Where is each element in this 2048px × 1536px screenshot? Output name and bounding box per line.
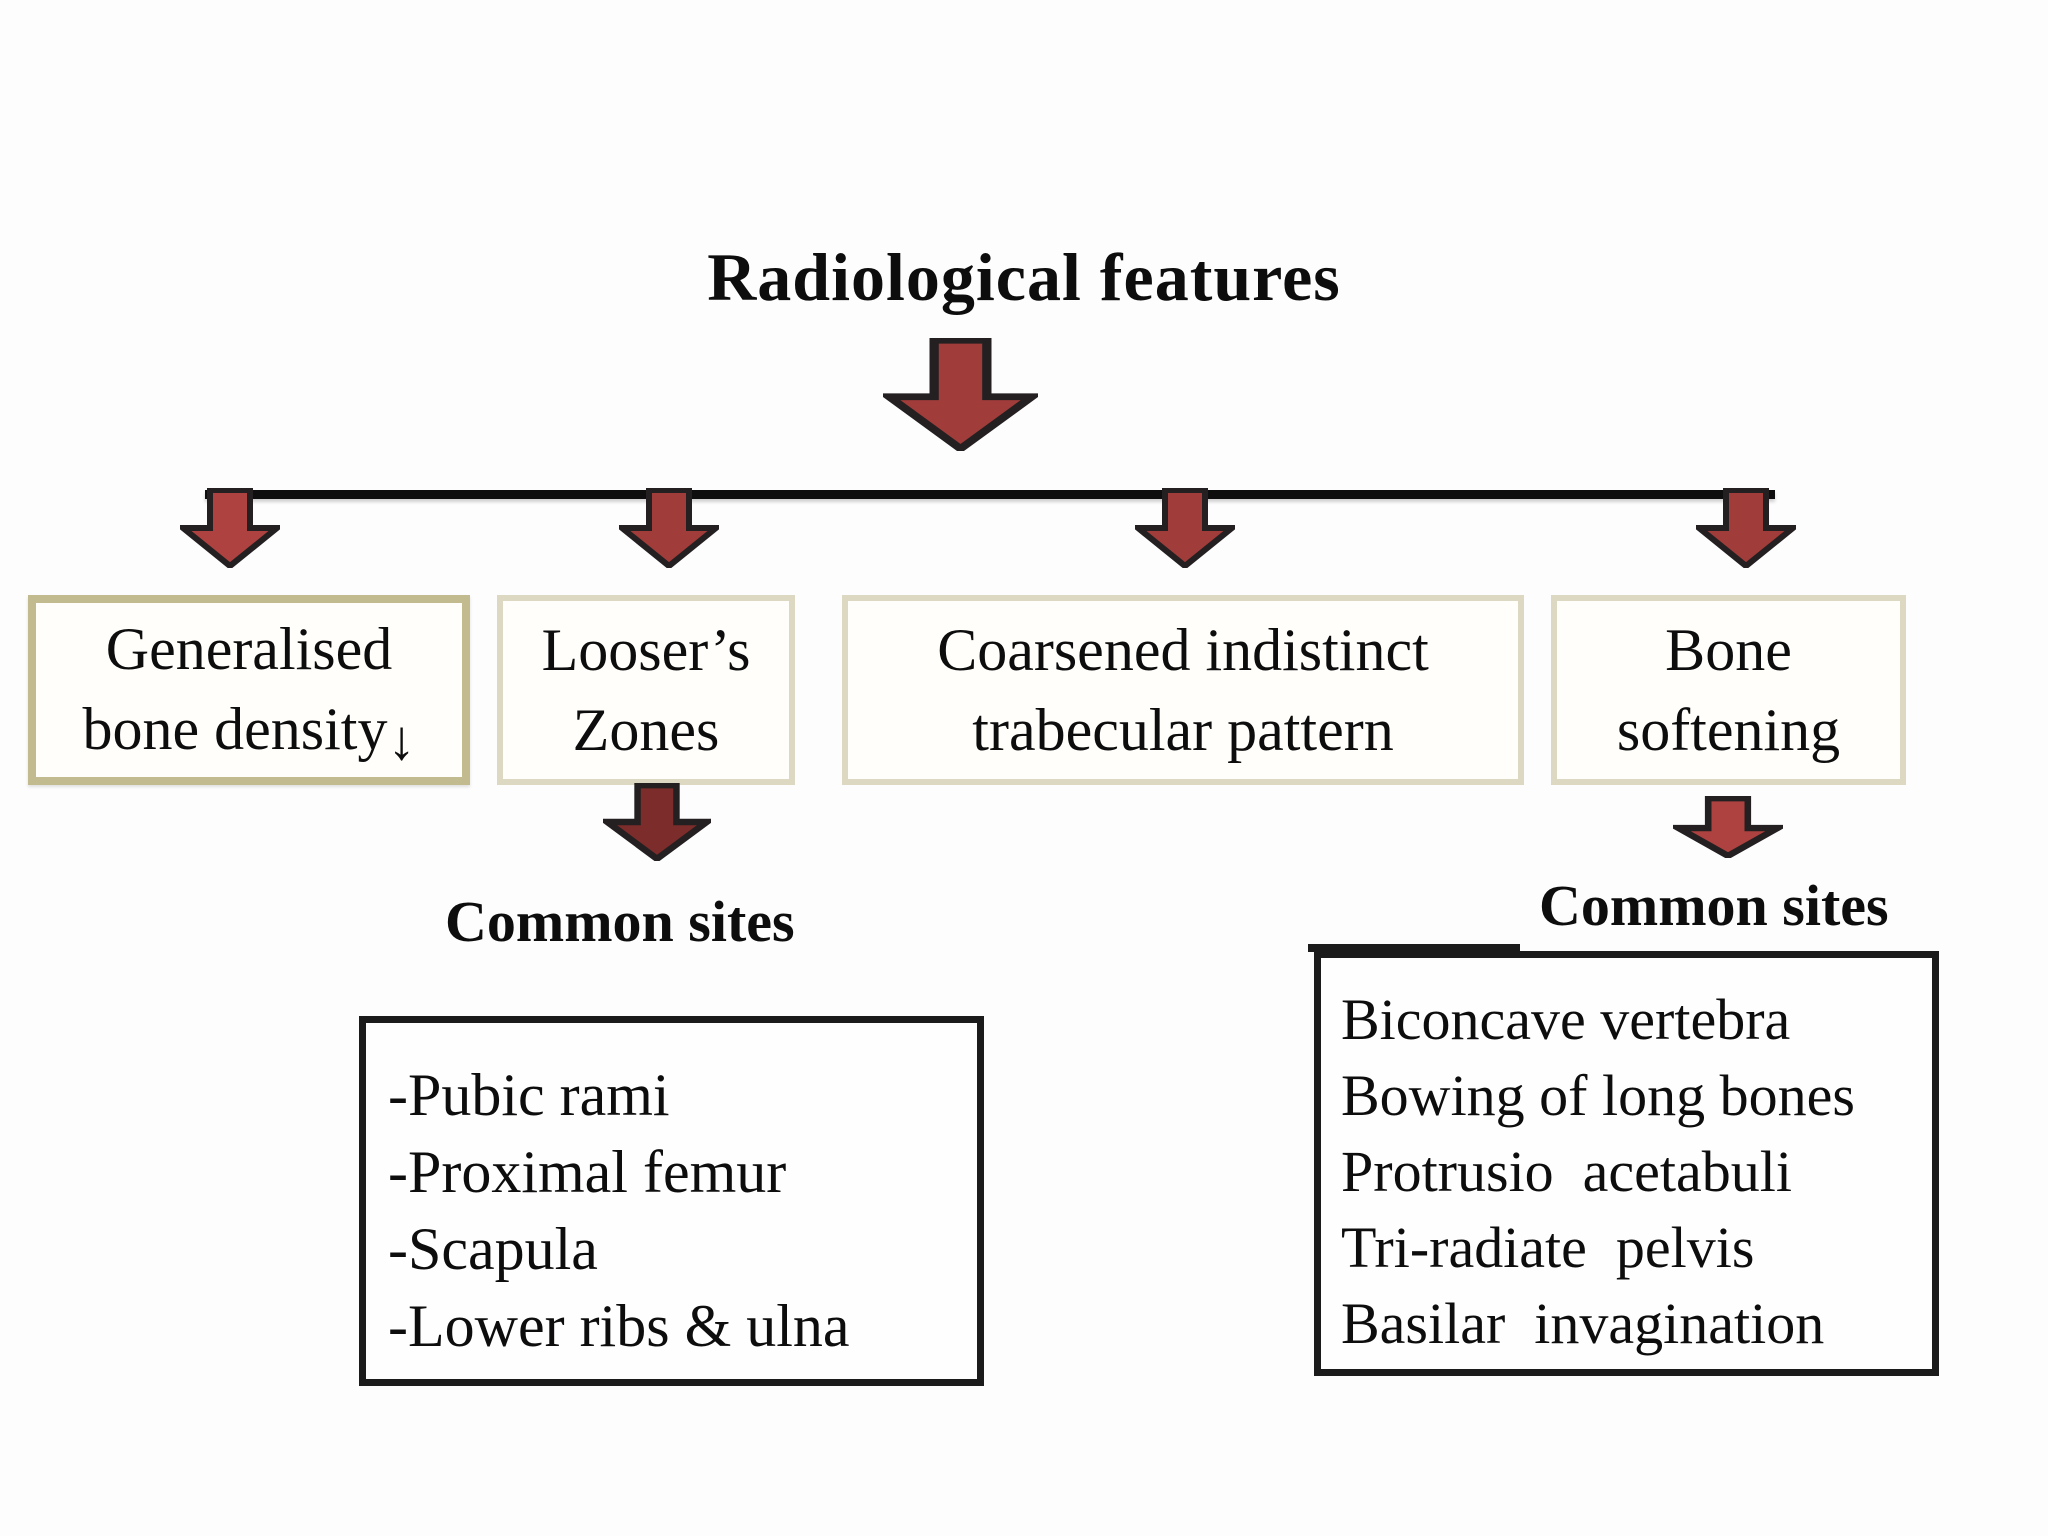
feature-line: Generalised [105,616,393,682]
list-item: -Scapula [388,1216,598,1282]
left-common-sites-box: -Pubic rami -Proximal femur -Scapula -Lo… [359,1016,984,1386]
list-item: Biconcave vertebra [1341,987,1791,1052]
feature-line: softening [1616,697,1841,763]
right-common-sites-heading: Common sites [1539,873,1889,938]
list-item: Protrusio acetabuli [1341,1139,1793,1204]
list-item: -Pubic rami [388,1062,670,1128]
list-item: Bowing of long bones [1341,1063,1855,1128]
branch-down-arrow-icon-3 [1135,488,1235,568]
feature-line: Bone [1665,617,1792,683]
branch-down-arrow-icon-2 [619,488,719,568]
branch-down-arrow-icon-1 [180,488,280,568]
list-item: -Proximal femur [388,1139,787,1205]
right-common-sites-box: Biconcave vertebra Bowing of long bones … [1314,951,1939,1376]
feature-box-bone-softening: Bone softening [1551,595,1906,785]
feature-box-loosers-zones: Looser’s Zones [497,595,795,785]
list-item: -Lower ribs & ulna [388,1293,850,1359]
softening-sites-down-arrow-icon [1673,796,1783,858]
feature-line: Zones [572,697,720,763]
loosers-sites-down-arrow-icon [603,783,711,861]
left-common-sites-heading: Common sites [445,889,795,954]
feature-line: trabecular pattern [972,697,1394,763]
branch-down-arrow-icon-4 [1696,488,1796,568]
box-border-step [1308,944,1520,952]
list-item: Basilar invagination [1341,1291,1825,1356]
connector-line [205,490,1775,499]
feature-line: Coarsened indistinct [937,617,1429,683]
decreased-arrow-icon: ↓ [387,710,416,772]
list-item: Tri-radiate pelvis [1341,1215,1755,1280]
feature-box-generalised-bone-density: Generalised bone density↓ [28,595,470,785]
page-title: Radiological features [707,239,1341,315]
feature-line: Looser’s [541,617,751,683]
feature-box-coarsened-trabecular: Coarsened indistinct trabecular pattern [842,595,1524,785]
feature-line: bone density↓ [82,696,416,772]
main-down-arrow-icon [883,338,1038,451]
